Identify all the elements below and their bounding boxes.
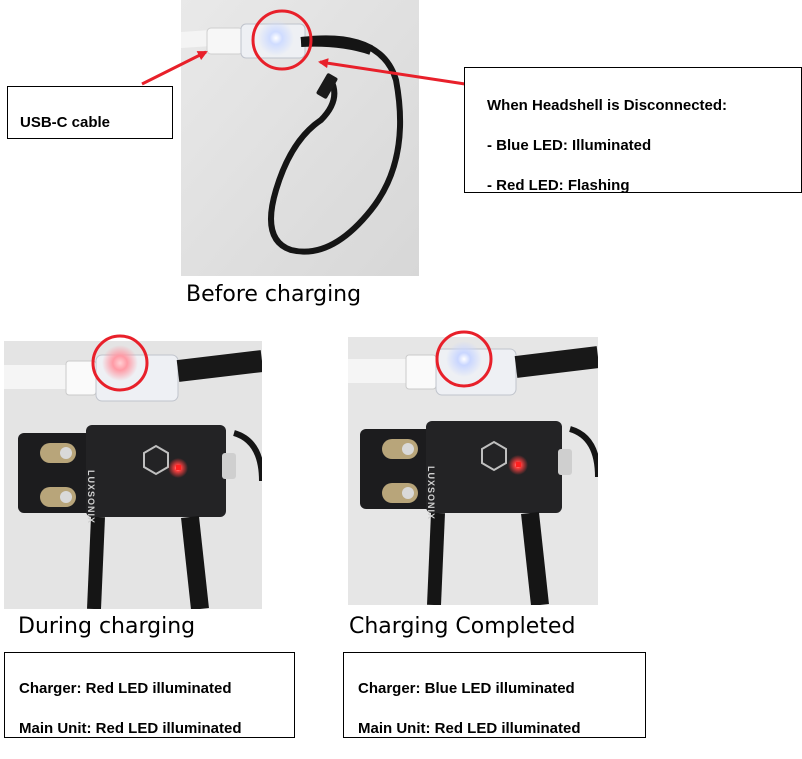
disconnected-info-box: When Headshell is Disconnected: - Blue L… [464, 67, 802, 194]
completed-info-box: Charger: Blue LED illuminated Main Unit:… [343, 652, 646, 738]
disconnected-title: When Headshell is Disconnected: [487, 97, 728, 114]
caption-during-charging: During charging [18, 614, 196, 639]
caption-before-charging: Before charging [186, 282, 362, 307]
during-line-main: Main Unit: Red LED illuminated [19, 720, 242, 737]
photo-charging-completed [348, 337, 598, 605]
brand-label-completed: LUXSONIX [426, 466, 436, 521]
usb-cable-label-box: USB-C cable [7, 86, 173, 139]
photo-before-charging [181, 0, 419, 276]
completed-line-charger: Charger: Blue LED illuminated [358, 680, 575, 697]
disconnected-line-blue: - Blue LED: Illuminated [487, 137, 652, 154]
disconnected-line-red: - Red LED: Flashing [487, 177, 630, 194]
completed-line-main: Main Unit: Red LED illuminated [358, 720, 581, 737]
during-line-charger: Charger: Red LED illuminated [19, 680, 232, 697]
caption-charging-completed: Charging Completed [349, 614, 576, 639]
photo-during-charging [4, 341, 262, 609]
brand-label-during: LUXSONIX [86, 470, 96, 525]
during-info-box: Charger: Red LED illuminated Main Unit: … [4, 652, 295, 738]
usb-cable-label: USB-C cable [20, 114, 111, 131]
